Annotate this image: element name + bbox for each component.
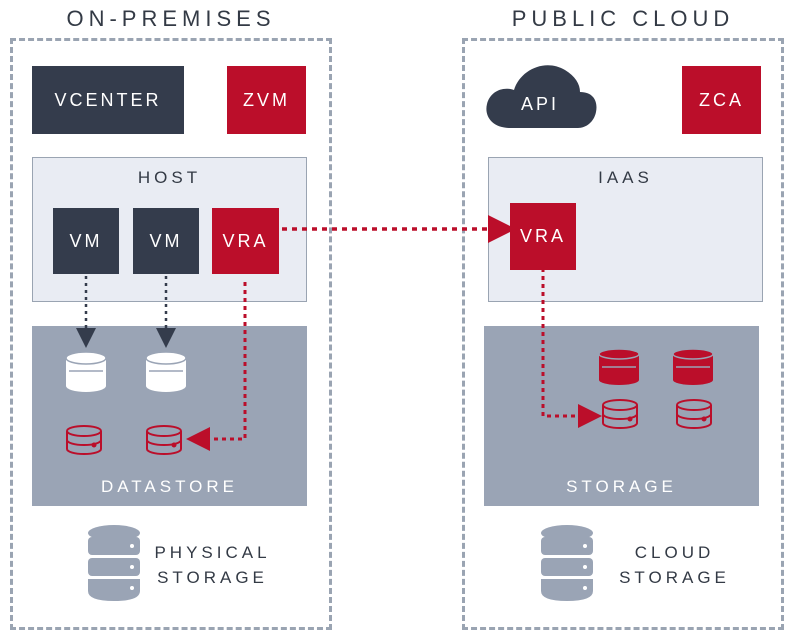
vcenter-box: VCENTER	[32, 66, 184, 134]
server-storage-icon	[88, 525, 140, 601]
arrow-vra-to-local-replica	[186, 282, 247, 451]
database-icon-replica	[146, 425, 182, 455]
database-icon	[145, 351, 187, 392]
database-icon	[598, 348, 640, 385]
cloud-storage-line2: STORAGE	[619, 568, 730, 587]
on-premises-title: ON-PREMISES	[66, 6, 276, 31]
cloud-storage-line1: CLOUD	[634, 543, 715, 562]
database-icon-replica	[676, 399, 712, 429]
vm-box-1: VM	[53, 208, 119, 274]
arrow-cloud-vra-to-storage	[541, 260, 602, 428]
physical-storage-line1: PHYSICAL	[154, 543, 271, 562]
vra-box-onprem: VRA	[212, 208, 279, 274]
database-icon	[65, 351, 107, 392]
iaas-label: IAAS	[598, 168, 653, 187]
physical-storage-label: PHYSICAL STORAGE	[150, 540, 275, 590]
database-icon-replica	[602, 399, 638, 429]
api-label: API	[520, 94, 559, 114]
cloud-storage-label: CLOUD STORAGE	[612, 540, 737, 590]
physical-storage-line2: STORAGE	[157, 568, 268, 587]
datastore-label: DATASTORE	[100, 477, 239, 496]
zvm-box: ZVM	[227, 66, 306, 134]
server-storage-icon	[541, 525, 593, 601]
public-cloud-title: PUBLIC CLOUD	[511, 6, 735, 31]
public-cloud-container	[462, 38, 784, 630]
zca-box: ZCA	[682, 66, 761, 134]
cloud-icon	[486, 65, 597, 128]
vra-box-cloud: VRA	[510, 203, 576, 270]
host-label: HOST	[137, 168, 202, 187]
storage-label: STORAGE	[566, 477, 677, 496]
database-icon	[672, 348, 714, 385]
vm-box-2: VM	[133, 208, 199, 274]
on-premises-container	[10, 38, 332, 630]
database-icon-replica	[66, 425, 102, 455]
